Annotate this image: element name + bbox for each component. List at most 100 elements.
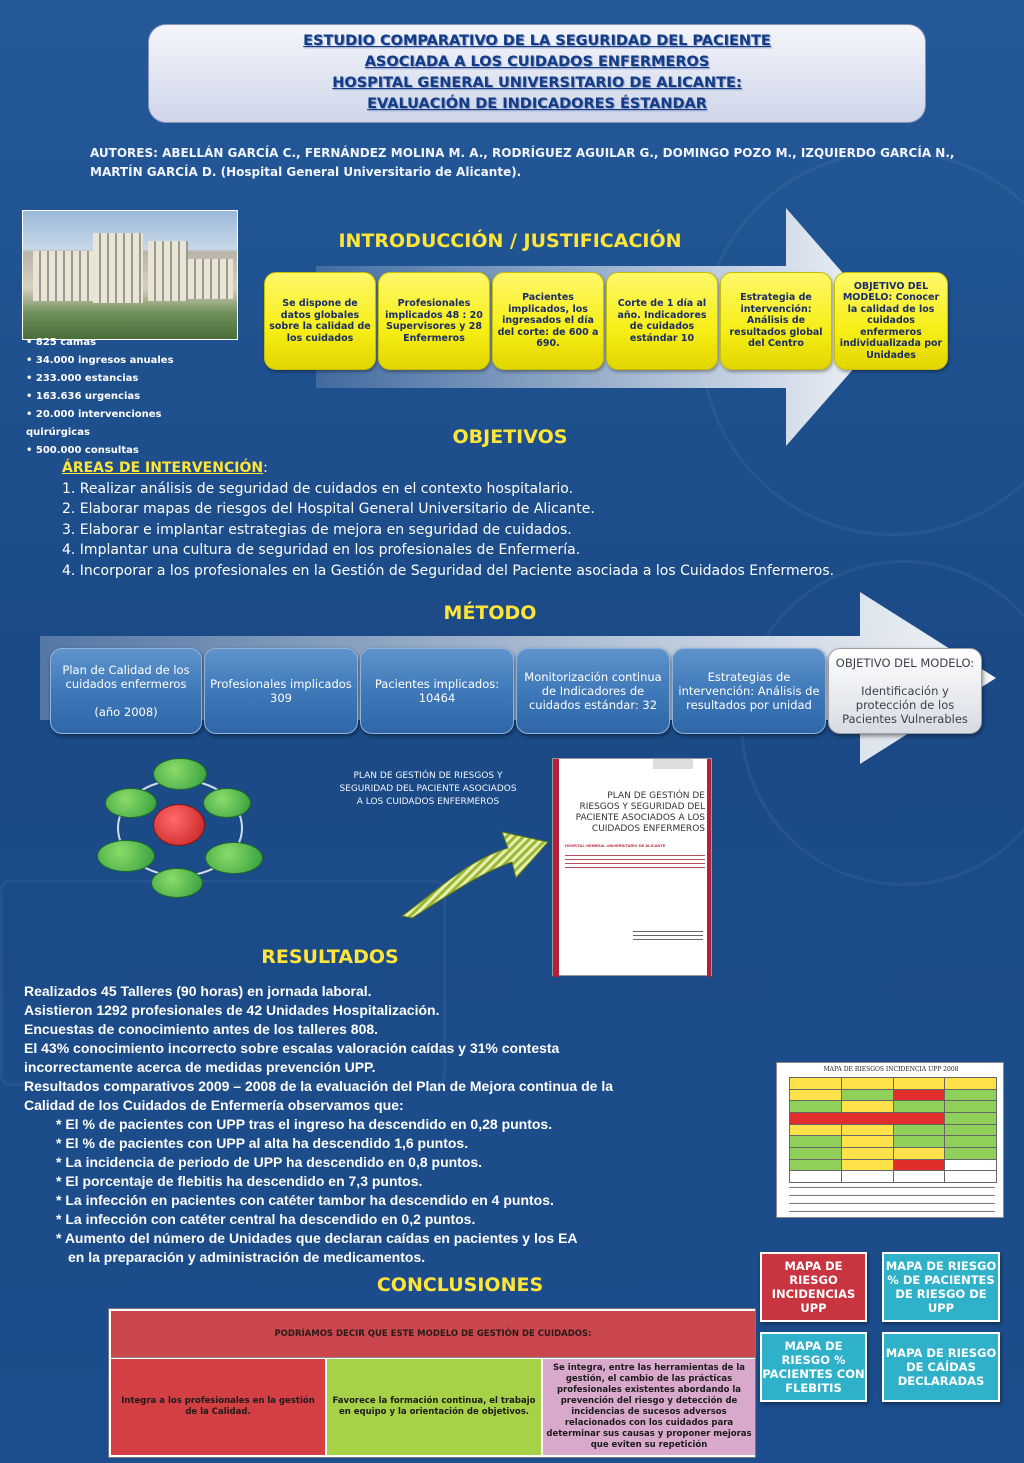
risk-map-title: MAPA DE RIESGOS INCIDENCIA UPP 2008: [823, 1066, 959, 1073]
objetivos-list: ÁREAS DE INTERVENCIÓN: 1. Realizar análi…: [62, 458, 962, 581]
risk-map-cell: [893, 1124, 945, 1136]
stat-item: 233.000 estancias: [26, 370, 226, 388]
risk-map-cell: [945, 1113, 996, 1124]
risk-map-cell: [841, 1078, 893, 1089]
method-box-6: OBJETIVO DEL MODELO: Identificación y pr…: [828, 648, 982, 734]
intro-box-2: Profesionales implicados 48 : 20 Supervi…: [378, 272, 490, 370]
conclusiones-header: PODRÍAMOS DECIR QUE ESTE MODELO DE GESTI…: [111, 1311, 755, 1358]
stat-item: 500.000 consultas: [26, 442, 226, 460]
title-line-2: ASOCIADA A LOS CUIDADOS ENFERMEROS: [364, 54, 710, 70]
risk-map-cell: [790, 1089, 841, 1101]
risk-map-cell: [841, 1148, 893, 1159]
stat-item: 825 camas: [26, 334, 226, 352]
method-box-1: Plan de Calidad de los cuidados enfermer…: [50, 648, 202, 734]
map-tile-flebitis: MAPA DE RIESGO % PACIENTES CON FLEBITIS: [760, 1332, 867, 1402]
cycle-node: [153, 758, 207, 790]
cycle-node: [151, 868, 203, 898]
risk-map-cell: [790, 1148, 841, 1159]
risk-map-cell: [841, 1101, 893, 1112]
risk-map-cell: [841, 1124, 893, 1136]
risk-map-cell: [893, 1101, 945, 1112]
result-bullet: * Aumento del número de Unidades que dec…: [56, 1230, 578, 1246]
curved-arrow: [400, 831, 549, 919]
result-line: incorrectamente acerca de medidas preven…: [24, 1059, 376, 1075]
risk-map-cell: [790, 1171, 841, 1182]
conclusiones-title: CONCLUSIONES: [376, 1274, 544, 1296]
risk-map-cell: [945, 1089, 996, 1101]
intro-box-3: Pacientes implicados, los ingresados el …: [492, 272, 604, 370]
result-bullet: * La incidencia de periodo de UPP ha des…: [56, 1154, 483, 1170]
conclusion-cell-1: Integra a los profesionales en la gestió…: [111, 1359, 325, 1455]
conclusiones-table: PODRÍAMOS DECIR QUE ESTE MODELO DE GESTI…: [108, 1308, 756, 1458]
risk-map-cell: [945, 1148, 996, 1159]
plan-document: PLAN DE GESTIÓN DE RIESGOS Y SEGURIDAD D…: [552, 758, 712, 977]
intro-box-4: Corte de 1 día al año. Indicadores de cu…: [606, 272, 718, 370]
result-bullet-cont: en la preparación y administración de me…: [68, 1249, 426, 1265]
risk-map-cell: [945, 1078, 996, 1089]
doc-subtitle: HOSPITAL GENERAL UNIVERSITARIO DE ALICAN…: [565, 843, 666, 848]
stat-item: 163.636 urgencias: [26, 388, 226, 406]
result-line: Encuestas de conocimiento antes de los t…: [24, 1021, 379, 1037]
conclusion-cell-2: Favorece la formación continua, el traba…: [327, 1359, 541, 1455]
authors-line-2: MARTÍN GARCÍA D. (Hospital General Unive…: [90, 165, 522, 179]
objetivo-item: 1. Realizar análisis de seguridad de cui…: [62, 480, 574, 497]
hospital-stats: 825 camas 34.000 ingresos anuales 233.00…: [26, 334, 226, 460]
intro-box-1: Se dispone de datos globales sobre la ca…: [264, 272, 376, 370]
result-line: Realizados 45 Talleres (90 horas) en jor…: [24, 983, 372, 999]
resultados-text: Realizados 45 Talleres (90 horas) en jor…: [24, 982, 724, 1267]
method-box-2: Profesionales implicados 309: [204, 648, 358, 734]
cycle-diagram: [95, 758, 265, 898]
risk-map-cell: [893, 1089, 945, 1101]
cycle-center-node: [153, 804, 205, 846]
risk-map-cell: [790, 1078, 841, 1089]
risk-map-cell: [893, 1159, 945, 1171]
doc-tab: [653, 759, 693, 769]
method-box-5: Estrategias de intervención: Análisis de…: [672, 648, 826, 734]
risk-map-cell: [945, 1159, 996, 1171]
map-tile-pacientes-riesgo-upp: MAPA DE RIESGO % DE PACIENTES DE RIESGO …: [882, 1252, 1000, 1322]
risk-map-cell: [841, 1171, 893, 1182]
stat-item: 34.000 ingresos anuales: [26, 352, 226, 370]
result-line: Resultados comparativos 2009 – 2008 de l…: [24, 1078, 614, 1094]
result-bullet: * El % de pacientes con UPP al alta ha d…: [56, 1135, 469, 1151]
result-bullet: * La infección con catéter central ha de…: [56, 1211, 476, 1227]
risk-map-cell: [893, 1148, 945, 1159]
authors: AUTORES: ABELLÁN GARCÍA C., FERNÁNDEZ MO…: [90, 144, 990, 182]
result-bullet: * El porcentaje de flebitis ha descendid…: [56, 1173, 423, 1189]
risk-map-image: MAPA DE RIESGOS INCIDENCIA UPP 2008: [776, 1062, 1004, 1218]
risk-map-cell: [893, 1113, 945, 1124]
metodo-title: MÉTODO: [443, 602, 537, 624]
method-box-4: Monitorización continua de Indicadores d…: [516, 648, 670, 734]
risk-map-cell: [790, 1136, 841, 1147]
risk-map-cell: [841, 1136, 893, 1147]
risk-map-cell: [790, 1113, 841, 1124]
resultados-title: RESULTADOS: [261, 946, 399, 968]
result-line: Asistieron 1292 profesionales de 42 Unid…: [24, 1002, 440, 1018]
risk-map-cell: [790, 1101, 841, 1112]
risk-map-cell: [945, 1101, 996, 1112]
risk-map-legend: [789, 1187, 995, 1213]
cycle-node: [203, 788, 251, 818]
risk-map-cell: [945, 1136, 996, 1147]
risk-map-cell: [790, 1159, 841, 1171]
objetivos-title: OBJETIVOS: [452, 426, 568, 448]
risk-map-cell: [893, 1171, 945, 1182]
method-box-3: Pacientes implicados: 10464: [360, 648, 514, 734]
plan-caption: PLAN DE GESTIÓN DE RIESGOS Y SEGURIDAD D…: [339, 771, 517, 807]
doc-title: PLAN DE GESTIÓN DE RIESGOS Y SEGURIDAD D…: [575, 791, 705, 834]
intro-title: INTRODUCCIÓN / JUSTIFICACIÓN: [338, 230, 682, 252]
risk-map-cell: [841, 1113, 893, 1124]
result-bullet: * La infección en pacientes con catéter …: [56, 1192, 554, 1208]
risk-map-cell: [841, 1159, 893, 1171]
risk-map-grid: [789, 1077, 997, 1183]
map-tile-incidencias-upp: MAPA DE RIESGO INCIDENCIAS UPP: [760, 1252, 867, 1322]
result-line: El 43% conocimiento incorrecto sobre esc…: [24, 1040, 560, 1056]
cycle-node: [105, 788, 157, 818]
result-line: Calidad de los Cuidados de Enfermería ob…: [24, 1097, 404, 1113]
result-bullet: * El % de pacientes con UPP tras el ingr…: [56, 1116, 553, 1132]
risk-map-cell: [945, 1171, 996, 1182]
objetivo-item: 3. Elaborar e implantar estrategias de m…: [62, 521, 572, 538]
risk-map-cell: [790, 1124, 841, 1136]
cycle-node: [97, 840, 155, 872]
title-line-1: ESTUDIO COMPARATIVO DE LA SEGURIDAD DEL …: [303, 33, 771, 49]
